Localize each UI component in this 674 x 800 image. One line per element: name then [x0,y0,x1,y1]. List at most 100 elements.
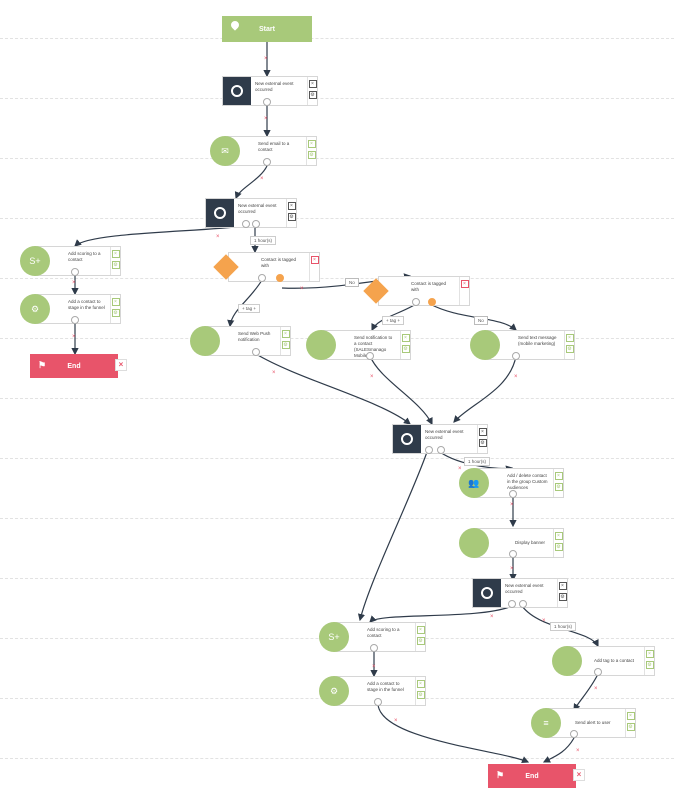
node-label: Display banner [515,540,546,545]
external-event-icon [223,77,251,105]
close-icon[interactable]: × [115,359,127,371]
row-guide [0,458,674,459]
close-icon[interactable]: × [287,202,296,210]
condition-connector[interactable] [428,298,436,306]
info-connector[interactable] [263,158,271,166]
start-label: Start [259,25,275,33]
gear-icon[interactable]: ⚙ [416,637,425,645]
start-node[interactable]: Start [222,16,312,42]
gear-icon[interactable]: ⚙ [416,691,425,699]
info-connector[interactable] [258,274,266,282]
delay-connector[interactable] [437,446,445,454]
info-connector[interactable] [263,98,271,106]
node-condition-tagged-2[interactable]: Contact is tagged with × [363,276,470,306]
close-icon[interactable]: × [573,769,585,781]
condition-connector[interactable] [276,274,284,282]
gear-icon[interactable]: ⚙ [308,91,317,99]
info-connector[interactable] [594,668,602,676]
node-controls: ×⚙ [400,331,410,359]
close-icon[interactable]: × [111,250,120,258]
close-icon[interactable]: × [310,256,319,264]
gear-icon[interactable]: ⚙ [478,439,487,447]
gear-icon[interactable]: ⚙ [281,341,290,349]
close-icon[interactable]: × [565,334,574,342]
close-icon[interactable]: × [401,334,410,342]
tag-label: + tag + [382,316,405,325]
info-connector[interactable] [71,268,79,276]
info-connector[interactable] [366,352,374,360]
info-connector[interactable] [508,600,516,608]
svg-text:×: × [594,686,598,692]
info-connector[interactable] [425,446,433,454]
close-icon[interactable]: × [554,532,563,540]
node-controls: ×⚙ [110,247,120,275]
gear-icon[interactable]: ⚙ [558,593,567,601]
end-label: End [67,362,81,370]
gear-icon[interactable]: ⚙ [554,483,563,491]
close-icon[interactable]: × [478,428,487,436]
node-external-event-4[interactable]: New external event occurred ×⚙ [472,578,568,608]
node-controls: ×⚙ [286,199,296,227]
info-connector[interactable] [374,698,382,706]
close-icon[interactable]: × [416,680,425,688]
info-connector[interactable] [512,352,520,360]
end-node-bottom[interactable]: ⚑ End × [488,764,585,788]
info-connector[interactable] [242,220,250,228]
gear-icon[interactable]: ⚙ [307,151,316,159]
info-connector[interactable] [509,490,517,498]
node-add-scoring-1[interactable]: S+ Add scoring to a contact ×⚙ [20,246,121,276]
node-add-scoring-2[interactable]: S+ Add scoring to a contact ×⚙ [319,622,426,652]
banner-icon [459,528,489,558]
svg-text:×: × [260,176,264,182]
close-icon[interactable]: × [626,712,635,720]
close-icon[interactable]: × [460,280,469,288]
svg-text:×: × [542,618,546,624]
node-send-web-push[interactable]: Send Web Push notification ×⚙ [190,326,291,356]
gear-icon[interactable]: ⚙ [626,723,635,731]
info-connector[interactable] [509,550,517,558]
node-external-event-2[interactable]: New external event occurred ×⚙ [205,198,297,228]
row-guide [0,38,674,39]
close-icon[interactable]: × [111,298,120,306]
node-controls: ×⚙ [644,647,654,675]
close-icon[interactable]: × [554,472,563,480]
close-icon[interactable]: × [416,626,425,634]
delay-connector[interactable] [519,600,527,608]
info-connector[interactable] [71,316,79,324]
gear-icon[interactable]: ⚙ [401,345,410,353]
delay-connector[interactable] [252,220,260,228]
close-icon[interactable]: × [308,80,317,88]
gear-icon[interactable]: ⚙ [565,345,574,353]
svg-text:×: × [394,718,398,724]
web-push-icon [190,326,220,356]
gear-icon[interactable]: ⚙ [554,543,563,551]
node-controls: ×⚙ [415,623,425,651]
node-label: New external event occurred [255,81,294,92]
external-event-icon [393,425,421,453]
node-custom-audiences[interactable]: 👥 Add / delete contact in the group Cust… [459,468,564,498]
gear-icon[interactable]: ⚙ [645,661,654,669]
node-send-email[interactable]: ✉ Send email to a contact ×⚙ [210,136,317,166]
node-label: Add scoring to a contact [367,627,400,638]
info-connector[interactable] [412,298,420,306]
close-icon[interactable]: × [558,582,567,590]
info-connector[interactable] [370,644,378,652]
close-icon[interactable]: × [307,140,316,148]
node-condition-tagged-1[interactable]: Contact is tagged with × [213,252,320,282]
gear-icon[interactable]: ⚙ [111,261,120,269]
node-send-text-message[interactable]: Send text message (mobile marketing) ×⚙ [470,330,575,360]
row-guide [0,578,674,579]
node-display-banner[interactable]: Display banner × ⚙ [459,528,564,558]
gear-icon[interactable]: ⚙ [287,213,296,221]
close-icon[interactable]: × [281,330,290,338]
gear-icon[interactable]: ⚙ [111,309,120,317]
node-add-tag[interactable]: Add tag to a contact ×⚙ [552,646,655,676]
tag-label: + tag + [238,304,261,313]
close-icon[interactable]: × [645,650,654,658]
end-node-left[interactable]: ⚑ End × [30,354,127,378]
info-connector[interactable] [252,348,260,356]
node-controls: ×⚙ [564,331,574,359]
node-label: Add a contact to stage in the funnel [68,299,105,310]
node-send-alert[interactable]: ≡ Send alert to user ×⚙ [531,708,636,738]
info-connector[interactable] [570,730,578,738]
